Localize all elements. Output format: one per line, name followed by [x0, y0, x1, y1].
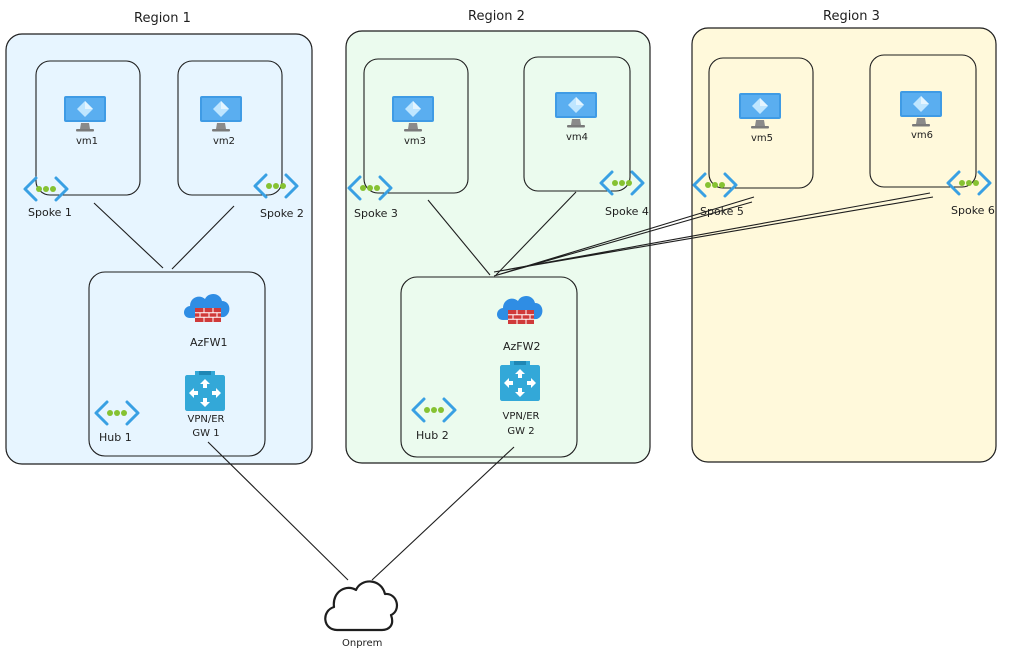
region-1-box	[5, 33, 313, 465]
spoke-2-label: Spoke 2	[260, 207, 304, 220]
hub-2-box	[400, 276, 578, 458]
region-2-box	[345, 30, 651, 464]
gw2-vpn-gateway-icon	[500, 361, 540, 401]
hub-2-label: Hub 2	[416, 429, 449, 442]
link-spoke4-hub2	[495, 191, 577, 276]
hub-1-label: Hub 1	[99, 431, 132, 444]
region-2-title: Region 2	[468, 9, 525, 24]
spoke-1-label: Spoke 1	[28, 206, 72, 219]
gw2-label-line2: GW 2	[507, 426, 535, 437]
spoke-3-box	[363, 58, 469, 194]
gw2-label-line1: VPN/ER	[502, 411, 540, 422]
hub-1-box	[88, 271, 266, 457]
spoke-6-label: Spoke 6	[951, 204, 995, 217]
spoke-4-label: Spoke 4	[605, 205, 649, 218]
link-hub2-onprem	[371, 446, 515, 581]
vm5-label: vm5	[751, 133, 774, 144]
link-spoke3-hub2	[427, 199, 491, 276]
gw1-label-line1: VPN/ER	[187, 414, 225, 425]
spoke-1-box	[35, 60, 141, 196]
link-spoke2-hub1	[171, 205, 235, 270]
connections	[93, 191, 934, 581]
azfw1-label: AzFW1	[190, 336, 228, 349]
spoke-5-label: Spoke 5	[700, 205, 744, 218]
azfw2-label: AzFW2	[503, 340, 541, 353]
vm2-label: vm2	[213, 136, 236, 147]
link-spoke1-hub1	[93, 202, 164, 269]
spoke-4-box	[523, 56, 631, 192]
link-hub1-onprem	[207, 441, 349, 581]
spoke-3-label: Spoke 3	[354, 207, 398, 220]
vm4-label: vm4	[566, 132, 589, 143]
vm3-label: vm3	[404, 136, 427, 147]
spoke-5-box	[708, 57, 814, 189]
spoke-2-box	[177, 60, 283, 196]
link-spoke6-hub2	[493, 192, 934, 273]
onprem-label: Onprem	[342, 638, 383, 649]
vm1-label: vm1	[76, 136, 99, 147]
gw1-vpn-gateway-icon	[185, 371, 225, 411]
region-3-box	[691, 27, 997, 463]
gw1-label-line2: GW 1	[192, 428, 220, 439]
spoke-6-box	[869, 54, 977, 188]
vm6-label: vm6	[911, 130, 934, 141]
region-3-title: Region 3	[823, 9, 880, 24]
region-1-title: Region 1	[134, 11, 191, 26]
link-spoke5-hub2	[493, 196, 755, 277]
onprem-cloud-icon	[324, 580, 399, 632]
